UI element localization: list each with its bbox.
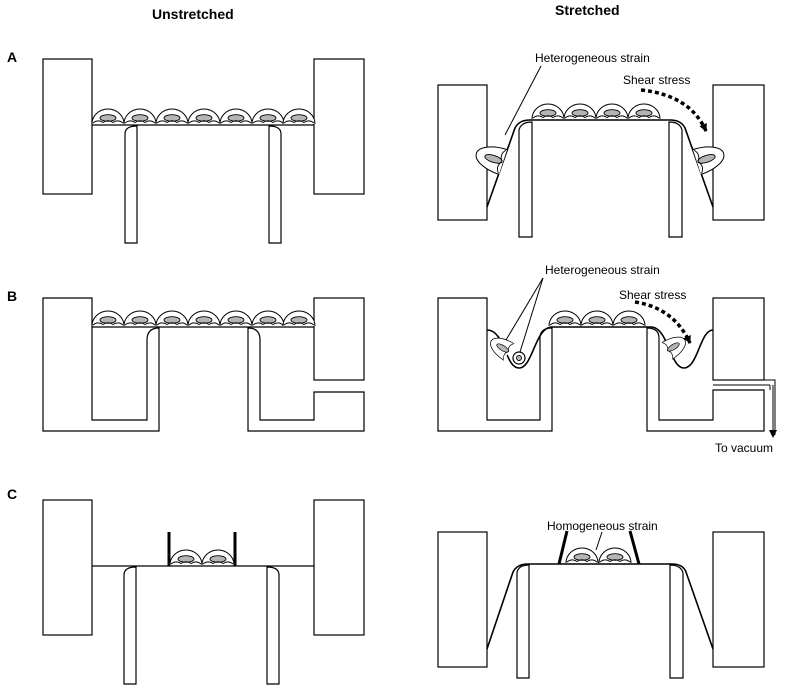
- strain-pointer: [595, 531, 603, 551]
- post-right: [266, 566, 280, 685]
- post-left: [518, 121, 533, 238]
- strain-pointer-1: [505, 277, 544, 341]
- panel-label-a: A: [7, 49, 18, 65]
- annotation-b-vacuum: To vacuum: [715, 441, 774, 455]
- clamp-left: [42, 58, 93, 195]
- clamp-right: [313, 58, 365, 195]
- shear-arrow: [634, 300, 692, 344]
- clamp-left: [437, 531, 488, 668]
- panel-c-unstretched: [42, 499, 365, 685]
- panel-c-stretched: [437, 530, 765, 679]
- cell-layer: [91, 310, 316, 327]
- panel-b-stretched: [437, 277, 777, 438]
- post-right: [668, 121, 683, 238]
- clamp-right: [712, 531, 765, 668]
- panel-label-c: C: [7, 486, 18, 502]
- well-body-right: [646, 327, 765, 432]
- post-left: [516, 564, 530, 679]
- annotation-a-strain: Heterogeneous strain: [535, 51, 650, 65]
- panel-label-b: B: [7, 288, 18, 304]
- strain-pointer-2: [519, 277, 544, 353]
- post-left: [124, 125, 138, 244]
- annotation-c-strain: Homogeneous strain: [547, 519, 658, 533]
- shear-arrow: [640, 88, 708, 132]
- annotation-b-strain: Heterogeneous strain: [545, 263, 660, 277]
- ring-wall-left: [557, 530, 569, 565]
- well-body-top-right: [313, 297, 365, 381]
- ring-wall-right: [628, 530, 641, 565]
- cell-layer: [91, 108, 316, 125]
- post-left: [123, 566, 137, 685]
- strain-pointer: [504, 65, 542, 136]
- cell-layer: [169, 549, 235, 566]
- header-unstretched: Unstretched: [152, 6, 234, 22]
- vacuum-tube: [713, 379, 776, 435]
- membrane: [486, 326, 714, 369]
- well-body-top-right: [712, 297, 765, 381]
- post-right: [268, 125, 282, 244]
- clamp-left: [42, 499, 93, 636]
- well-body-left: [42, 297, 160, 432]
- membrane: [486, 119, 714, 208]
- panel-b-unstretched: [42, 297, 365, 432]
- membrane: [486, 563, 714, 650]
- post-right: [669, 564, 684, 679]
- annotation-a-shear: Shear stress: [623, 73, 691, 87]
- well-body-left: [437, 297, 553, 432]
- clamp-right: [313, 499, 365, 636]
- cell-layer: [565, 547, 632, 564]
- panel-a-unstretched: [42, 58, 365, 244]
- annotation-b-shear: Shear stress: [619, 288, 687, 302]
- header-stretched: Stretched: [555, 2, 620, 18]
- panel-a-stretched: [437, 65, 765, 238]
- well-body-right: [247, 327, 365, 432]
